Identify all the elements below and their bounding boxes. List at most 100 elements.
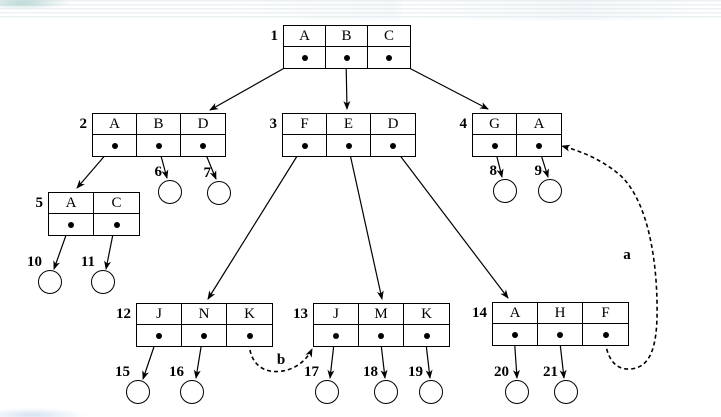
leaf-number-label: 10 bbox=[27, 254, 42, 270]
background-sheen-bottom bbox=[0, 401, 130, 417]
key-cell: K bbox=[404, 304, 449, 325]
key-cell: F bbox=[583, 303, 628, 324]
node-number-label: 14 bbox=[472, 305, 487, 321]
pointer-arrow-3.1-to-13 bbox=[347, 144, 384, 300]
node-number-label: 4 bbox=[459, 116, 468, 132]
key-cell: A bbox=[49, 193, 94, 214]
leaf-circle-21 bbox=[554, 380, 578, 404]
leaf-circle-10 bbox=[38, 270, 62, 294]
pointer-cell bbox=[284, 47, 326, 68]
key-cell: A bbox=[284, 26, 326, 47]
leaf-circle-8 bbox=[493, 179, 517, 203]
leaf-number-label: 6 bbox=[154, 164, 163, 180]
pointer-cell bbox=[583, 324, 628, 345]
pointer-cell bbox=[137, 135, 181, 156]
key-cell: G bbox=[473, 114, 517, 135]
pointer-cell bbox=[181, 135, 225, 156]
pointer-dot bbox=[343, 54, 350, 61]
key-cell: A bbox=[517, 114, 561, 135]
pointer-cell bbox=[93, 135, 137, 156]
leaf-circle-19 bbox=[419, 380, 443, 404]
key-cell: C bbox=[94, 193, 139, 214]
leaf-circle-18 bbox=[374, 380, 398, 404]
pointer-dot bbox=[113, 221, 120, 228]
pointer-cell bbox=[359, 325, 404, 346]
node-number-label: 12 bbox=[116, 306, 131, 322]
leaf-circle-11 bbox=[91, 270, 115, 294]
pointer-cell bbox=[314, 325, 359, 346]
key-cell: D bbox=[181, 114, 225, 135]
pointer-cell bbox=[49, 214, 94, 235]
pointer-cell bbox=[404, 325, 449, 346]
pointer-arrow-3.0-to-12 bbox=[207, 144, 305, 300]
key-cell: J bbox=[137, 304, 182, 325]
pointer-dot bbox=[536, 142, 542, 149]
pointer-dot bbox=[155, 142, 162, 149]
leaf-circle-9 bbox=[538, 179, 562, 203]
leaf-number-label: 17 bbox=[304, 364, 319, 380]
leaf-circle-16 bbox=[180, 380, 204, 404]
key-cell: E bbox=[327, 114, 371, 135]
key-cell: B bbox=[326, 26, 368, 47]
leaf-number-label: 18 bbox=[363, 364, 378, 380]
leaf-number-label: 16 bbox=[169, 364, 184, 380]
pointer-dot bbox=[512, 331, 518, 338]
pointer-dot bbox=[491, 142, 498, 149]
pointer-dot bbox=[246, 332, 253, 339]
pointer-dot bbox=[301, 54, 308, 61]
leaf-circle-20 bbox=[505, 380, 529, 404]
key-cell: C bbox=[368, 26, 410, 47]
pointer-dot bbox=[200, 142, 206, 149]
leaf-number-label: 20 bbox=[494, 364, 509, 380]
pointer-dot bbox=[301, 142, 308, 149]
leaf-circle-17 bbox=[315, 380, 339, 404]
leaf-circle-7 bbox=[207, 181, 231, 205]
pointer-cell bbox=[517, 135, 561, 156]
pointer-cell bbox=[371, 135, 415, 156]
pointer-cell bbox=[368, 47, 410, 68]
pointer-dot bbox=[156, 332, 162, 339]
pointer-cell bbox=[493, 324, 538, 345]
key-cell: A bbox=[493, 303, 538, 324]
curve-label-a: a bbox=[623, 247, 631, 263]
leaf-number-label: 7 bbox=[203, 165, 212, 181]
curve-label-b: b bbox=[276, 352, 286, 368]
leaf-number-label: 9 bbox=[534, 163, 543, 179]
leaf-number-label: 19 bbox=[408, 364, 423, 380]
key-cell: M bbox=[359, 304, 404, 325]
leaf-number-label: 21 bbox=[543, 364, 558, 380]
pointer-dot bbox=[423, 332, 430, 339]
key-cell: K bbox=[227, 304, 272, 325]
key-cell: F bbox=[283, 114, 327, 135]
pointer-cell bbox=[182, 325, 227, 346]
key-cell: D bbox=[371, 114, 415, 135]
node-number-label: 13 bbox=[293, 306, 308, 322]
pointer-cell bbox=[94, 214, 139, 235]
pointer-dot bbox=[201, 332, 207, 339]
node-number-label: 1 bbox=[270, 28, 279, 44]
leaf-number-label: 11 bbox=[80, 254, 95, 270]
key-cell: H bbox=[538, 303, 583, 324]
pointer-dot bbox=[333, 332, 339, 339]
leaf-circle-6 bbox=[158, 180, 182, 204]
key-cell: J bbox=[314, 304, 359, 325]
pointer-dot bbox=[345, 142, 352, 149]
pointer-dot bbox=[557, 331, 563, 338]
pointer-dot bbox=[602, 331, 609, 338]
key-cell: A bbox=[93, 114, 137, 135]
pointer-dot bbox=[386, 54, 392, 61]
